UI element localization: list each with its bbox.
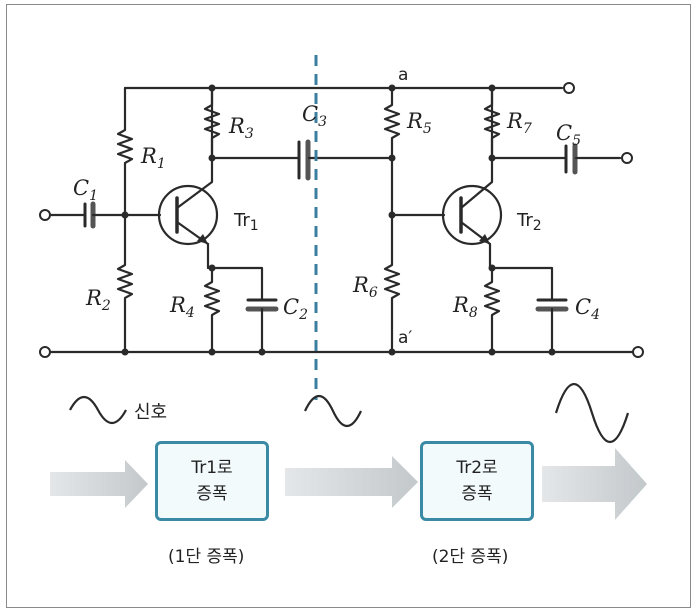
mid-sine-wave-icon <box>304 394 362 428</box>
stage2-circuit <box>383 84 633 356</box>
vcc-terminal <box>563 82 575 94</box>
output-terminal <box>621 152 633 164</box>
stage1-circuit <box>39 84 394 356</box>
stage2-line2: 증폭 <box>461 484 493 504</box>
c3-label: C3 <box>302 102 327 130</box>
stage2-line1: Tr2로 <box>456 458 498 478</box>
r8-label: R8 <box>452 293 478 321</box>
ground-rail <box>39 346 644 358</box>
c5-label: C5 <box>556 121 581 149</box>
r4-label: R4 <box>169 293 195 321</box>
r6-label: R6 <box>352 273 378 301</box>
r2-label: R2 <box>85 286 111 314</box>
output-sine-wave-icon <box>554 382 630 444</box>
ground-input-terminal <box>39 346 51 358</box>
ground-output-terminal <box>632 346 644 358</box>
legend-sine-wave-icon <box>69 395 127 425</box>
r3-label: R3 <box>228 114 254 142</box>
signal-legend-label: 신호 <box>134 402 167 423</box>
r5-label: R5 <box>406 109 432 137</box>
stage2-caption: (2단 증폭) <box>432 547 509 567</box>
c1-label: C1 <box>73 176 98 204</box>
c2-label: C2 <box>283 295 308 323</box>
c4-label: C4 <box>575 295 600 323</box>
r1-label: R1 <box>140 144 166 172</box>
stage1-line1: Tr1로 <box>191 458 233 478</box>
tr2-label: Tr2 <box>516 210 542 234</box>
node-a-label: a <box>398 65 408 85</box>
stage2-block: Tr2로 증폭 <box>420 441 534 521</box>
node-a-prime-label: a′ <box>398 328 412 348</box>
stage1-line2: 증폭 <box>196 484 228 504</box>
flow-arrow-input <box>50 460 148 508</box>
stage1-block: Tr1로 증폭 <box>155 441 269 521</box>
stage1-caption: (1단 증폭) <box>168 547 245 567</box>
r7-label: R7 <box>506 109 532 137</box>
flow-arrow-middle <box>285 456 418 508</box>
supply-rail <box>123 82 575 94</box>
input-terminal <box>39 209 51 221</box>
tr1-label: Tr1 <box>233 210 259 234</box>
flow-arrow-output <box>542 448 647 520</box>
figure-frame <box>6 4 691 608</box>
